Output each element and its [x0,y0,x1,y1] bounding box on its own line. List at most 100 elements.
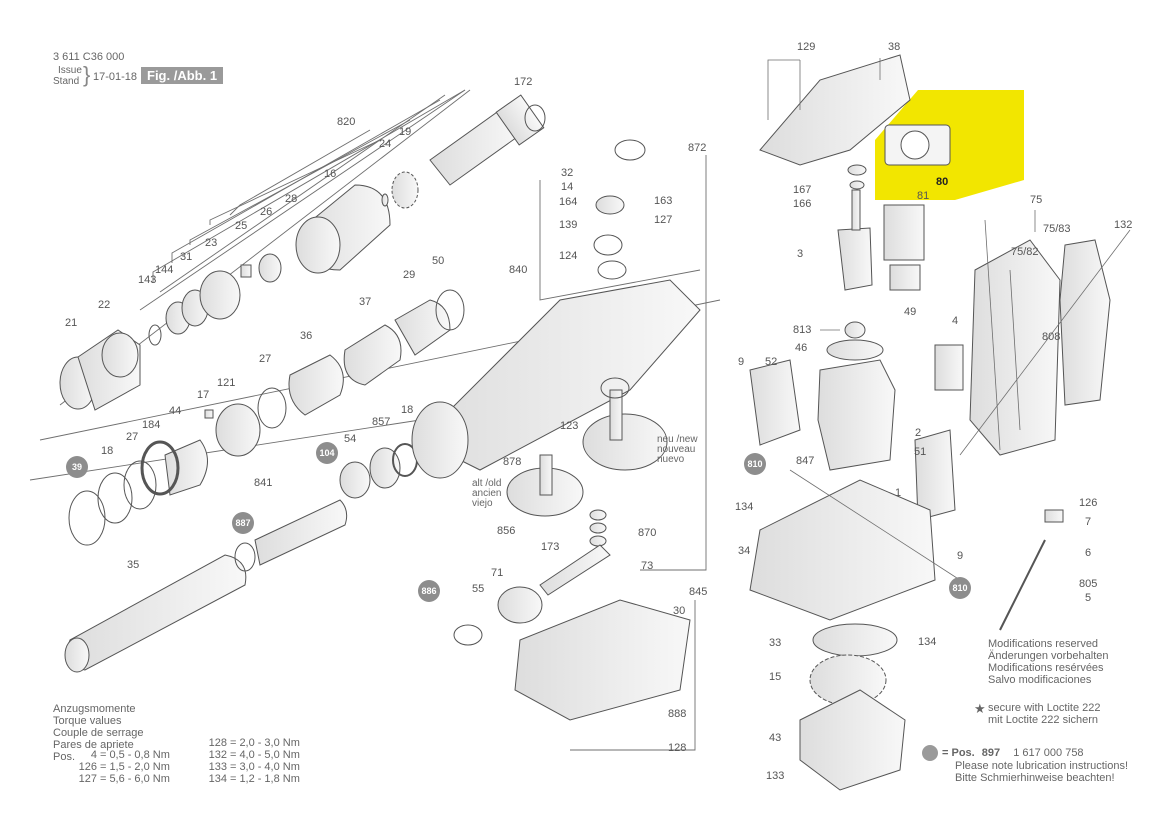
label-22: 22 [98,299,111,311]
label-808: 808 [1042,331,1061,343]
lubrication-dot-icon [922,745,938,761]
label-127: 127 [654,214,673,226]
label-3: 3 [797,248,804,260]
figure-title: Fig. /Abb. 1 [141,67,224,84]
label-870: 870 [638,527,657,539]
label-123: 123 [560,420,579,432]
stand-label: Stand [53,76,80,87]
torque-table-right: 128=2,0-3,0 Nm 132=4,0-5,0 Nm 133=3,0-4,… [203,737,303,785]
label-888: 888 [668,708,687,720]
label-143: 143 [138,274,157,286]
label-163: 163 [654,195,673,207]
torque-row: 4=0,5-0,8 Nm [90,749,170,761]
label-26: 26 [260,206,273,218]
label-847: 847 [796,455,815,467]
brace-icon: } [83,62,91,87]
label-18b: 18 [401,404,414,416]
label-27a: 27 [259,353,272,365]
label-46: 46 [795,342,808,354]
label-184: 184 [142,419,161,431]
label-9b: 9 [957,550,964,562]
label-167: 167 [793,184,812,196]
label-44: 44 [169,405,182,417]
label-16: 16 [324,168,337,180]
label-75-83: 75/83 [1043,223,1071,235]
label-813: 813 [793,324,812,336]
label-30: 30 [673,605,686,617]
label-14: 14 [561,181,574,193]
label-129: 129 [797,41,816,53]
label-33: 33 [769,637,782,649]
label-27b: 27 [126,431,139,443]
label-5: 5 [1085,592,1092,604]
label-9a: 9 [738,356,745,368]
label-2: 2 [915,427,922,439]
callout-886: 886 [418,580,440,602]
label-31: 31 [180,251,193,263]
label-23: 23 [205,237,218,249]
label-38: 38 [888,41,901,53]
callout-104: 104 [316,442,338,464]
torque-row: 127=5,6-6,0 Nm [78,773,170,785]
label-121: 121 [217,377,236,389]
label-28: 28 [285,193,298,205]
callout-810b: 810 [949,577,971,599]
label-878: 878 [503,456,522,468]
label-1: 1 [895,487,902,499]
label-820: 820 [337,116,356,128]
label-144: 144 [155,264,174,276]
label-75-82: 75/82 [1011,246,1039,258]
label-173: 173 [541,541,560,553]
issue-label: Issue [58,65,82,76]
label-164: 164 [559,196,578,208]
callout-887: 887 [232,512,254,534]
label-73: 73 [641,560,654,572]
label-18a: 18 [101,445,114,457]
label-50: 50 [432,255,445,267]
label-80: 80 [936,176,949,188]
label-55: 55 [472,583,485,595]
label-75: 75 [1030,194,1043,206]
label-37: 37 [359,296,372,308]
torque-table-left: 4=0,5-0,8 Nm 126=1,5-2,0 Nm 127=5,6-6,0 … [73,749,173,785]
label-25: 25 [235,220,248,232]
part-number: 3 611 C36 000 [53,51,125,63]
label-32: 32 [561,167,574,179]
label-19: 19 [399,126,412,138]
callout-810a: 810 [744,453,766,475]
label-15: 15 [769,671,782,683]
label-841: 841 [254,477,273,489]
lubrication-pos: = Pos. 897 1 617 000 758 [942,747,1084,759]
label-856: 856 [497,525,516,537]
label-21: 21 [65,317,78,329]
star-icon: ★ [974,701,986,716]
label-43: 43 [769,732,782,744]
label-4: 4 [952,315,959,327]
label-132: 132 [1114,219,1133,231]
torque-row: 128=2,0-3,0 Nm [208,737,300,749]
label-71: 71 [491,567,504,579]
label-166: 166 [793,198,812,210]
label-133: 133 [766,770,785,782]
label-126: 126 [1079,497,1098,509]
label-805: 805 [1079,578,1098,590]
label-17: 17 [197,389,210,401]
torque-pos-label: Pos. [53,751,76,763]
modifications-note: Modifications reserved Änderungen vorbeh… [988,638,1109,686]
label-29: 29 [403,269,416,281]
label-34: 34 [738,545,751,557]
label-54: 54 [344,433,357,445]
callout-39: 39 [66,456,88,478]
label-139: 139 [559,219,578,231]
label-134b: 134 [918,636,937,648]
label-840: 840 [509,264,528,276]
torque-title: Anzugsmomente Torque values Couple de se… [53,703,144,751]
label-128: 128 [668,742,687,754]
label-845: 845 [689,586,708,598]
label-81: 81 [917,190,930,202]
label-124: 124 [559,250,578,262]
torque-row: 133=3,0-4,0 Nm [208,761,300,773]
